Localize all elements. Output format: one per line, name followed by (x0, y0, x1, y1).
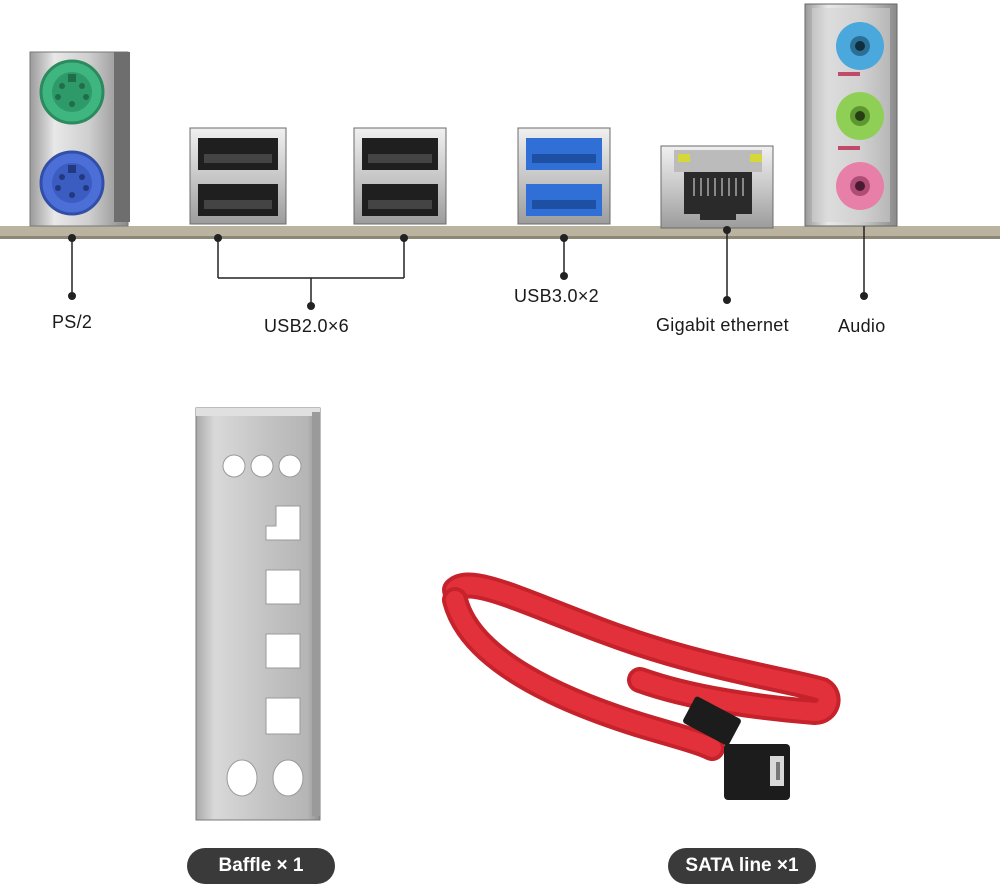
usb2-label: USB2.0×6 (264, 316, 349, 336)
usb3-stack (517, 127, 611, 225)
ps2-label: PS/2 (52, 312, 93, 332)
audio-stack (804, 3, 898, 227)
audio-label: Audio (838, 316, 886, 336)
usb2-stack-2 (353, 127, 447, 225)
ethernet-led-left (678, 154, 690, 162)
baffle-label: Baffle × 1 (187, 848, 335, 884)
pcb-edge-shadow (0, 236, 1000, 239)
sata-label: SATA line ×1 (668, 848, 816, 884)
ethernet-led-right (750, 154, 762, 162)
sata-connector-1 (683, 696, 741, 746)
ps2-port (29, 51, 130, 227)
usb2-stack-1 (189, 127, 287, 225)
sata-cable (442, 572, 841, 800)
pcb-edge (0, 226, 1000, 238)
callout-dots (68, 226, 868, 310)
usb3-label: USB3.0×2 (514, 286, 599, 306)
ethernet-port (660, 145, 774, 229)
ethernet-label: Gigabit ethernet (656, 315, 789, 335)
io-shield (195, 407, 321, 821)
callout-lines (71, 226, 865, 306)
